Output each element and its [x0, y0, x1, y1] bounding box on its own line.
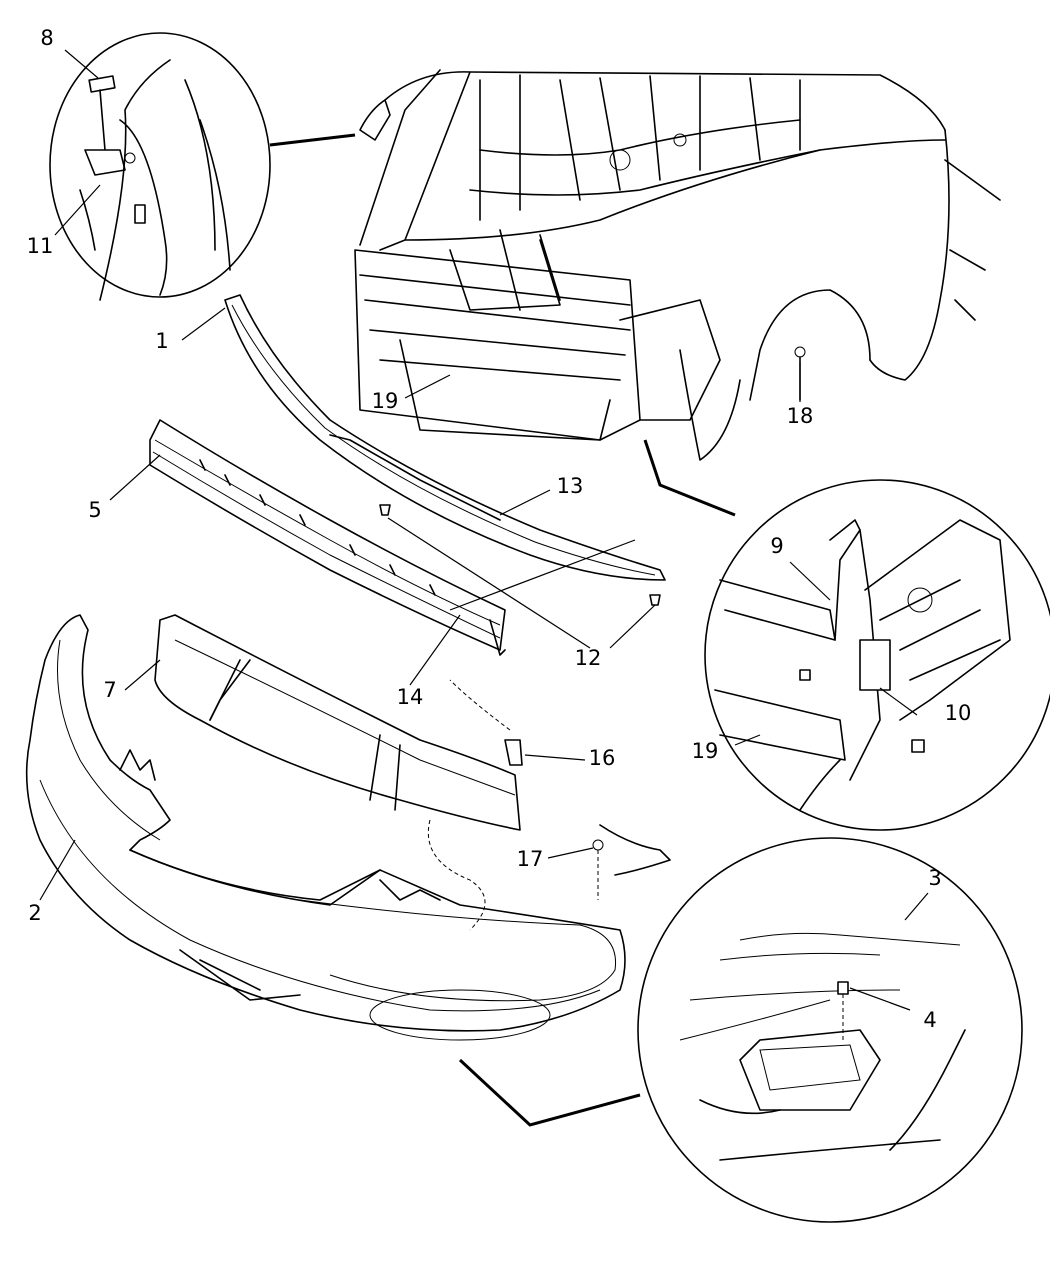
part-2-fascia: [25, 614, 671, 1041]
detail-connector-lower: [458, 1058, 641, 1127]
callout-10: 10: [945, 701, 972, 725]
callout-labels: 8 11 1 19 18 5 13 9 12 7 14 10 19 16 17 …: [27, 26, 972, 1032]
callout-5: 5: [88, 498, 101, 522]
bracket-16: [504, 739, 523, 766]
callout-19-upper: 19: [372, 389, 399, 413]
part-5-grille: [149, 419, 506, 656]
callout-8: 8: [40, 26, 53, 50]
callout-2: 2: [28, 901, 41, 925]
fastener-12b: [649, 594, 661, 606]
callout-4: 4: [923, 1008, 936, 1032]
callout-17: 17: [517, 847, 544, 871]
part-7-absorber: [154, 614, 521, 831]
callout-1: 1: [155, 329, 168, 353]
callout-12: 12: [575, 646, 602, 670]
detail-circle-lower-right: [637, 837, 1023, 1223]
vehicle-front-structure: [354, 69, 1001, 461]
fascia-guide: [427, 819, 486, 931]
bracket-16-guide: [449, 679, 511, 731]
callout-11: 11: [27, 234, 54, 258]
fastener-12a: [379, 504, 391, 516]
callout-14: 14: [397, 685, 424, 709]
detail-circle-upper-left: [49, 32, 271, 301]
detail-connector-right: [643, 439, 736, 517]
callout-9: 9: [770, 534, 783, 558]
detail-circle-right: [704, 479, 1050, 831]
callout-18: 18: [787, 404, 814, 428]
callout-7: 7: [103, 678, 116, 702]
leader-lines: [39, 49, 929, 1011]
part-14-rail: [449, 539, 636, 611]
fasteners: [379, 504, 661, 931]
callout-16: 16: [589, 746, 616, 770]
detail-connector-upper-left: [269, 133, 356, 147]
callout-13: 13: [557, 474, 584, 498]
callout-19-lower: 19: [692, 739, 719, 763]
part-1-strip: [224, 294, 666, 581]
callout-3: 3: [928, 866, 941, 890]
